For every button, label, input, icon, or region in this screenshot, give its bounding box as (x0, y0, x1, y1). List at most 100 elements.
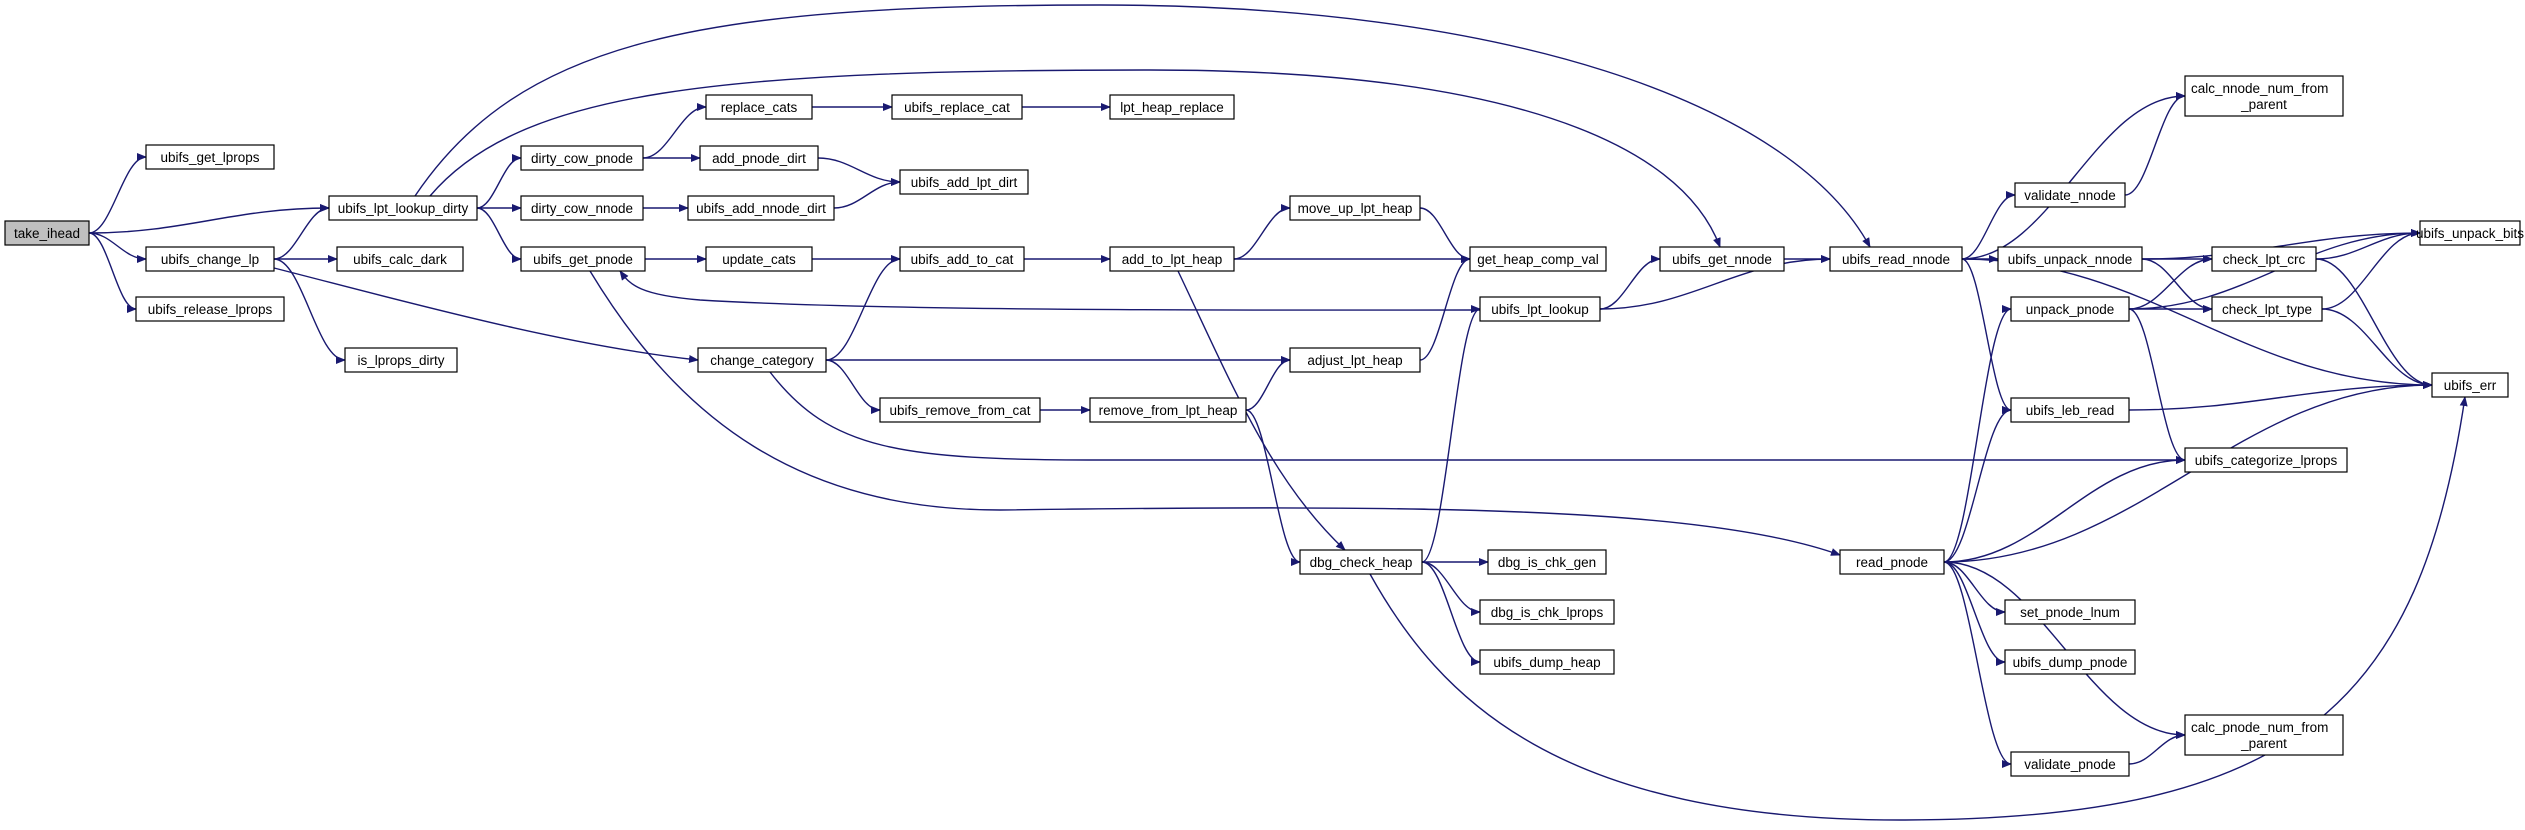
node-box (899, 169, 1029, 195)
edge-ubifs_lpt_lookup_dirty-to-ubifs_read_nnode (414, 4, 1871, 248)
node-label: ubifs_lpt_lookup (1491, 302, 1589, 317)
edge-dbg_check_heap-to-ubifs_err (1369, 396, 2468, 821)
node-set_pnode_lnum[interactable]: set_pnode_lnum (2004, 599, 2136, 625)
edge-ubifs_read_nnode-to-ubifs_err (1961, 258, 2433, 389)
edge-dbg_check_heap-to-ubifs_dump_heap (1421, 561, 1481, 666)
node-label: get_heap_comp_val (1477, 252, 1599, 267)
node-move_up_lpt_heap[interactable]: move_up_lpt_heap (1289, 195, 1421, 221)
node-label: ubifs_dump_heap (1493, 655, 1600, 670)
edge-ubifs_read_nnode-to-ubifs_leb_read (1961, 258, 2012, 414)
node-ubifs_read_nnode[interactable]: ubifs_read_nnode (1829, 246, 1963, 272)
node-ubifs_get_pnode[interactable]: ubifs_get_pnode (520, 246, 646, 272)
node-box (1829, 246, 1963, 272)
node-ubifs_dump_pnode[interactable]: ubifs_dump_pnode (2004, 649, 2136, 675)
node-lpt_heap_replace[interactable]: lpt_heap_replace (1109, 94, 1235, 120)
node-ubifs_dump_heap[interactable]: ubifs_dump_heap (1479, 649, 1615, 675)
node-dbg_is_chk_lprops[interactable]: dbg_is_chk_lprops (1479, 599, 1615, 625)
node-ubifs_unpack_bits[interactable]: ubifs_unpack_bits (2416, 220, 2524, 246)
node-get_heap_comp_val[interactable]: get_heap_comp_val (1469, 246, 1607, 272)
node-read_pnode[interactable]: read_pnode (1839, 549, 1945, 575)
edge-ubifs_lpt_lookup-to-ubifs_get_pnode (619, 270, 1481, 311)
node-dbg_is_chk_gen[interactable]: dbg_is_chk_gen (1487, 549, 1607, 575)
node-remove_from_lpt_heap[interactable]: remove_from_lpt_heap (1089, 397, 1247, 423)
node-is_lprops_dirty[interactable]: is_lprops_dirty (344, 347, 458, 373)
node-label: lpt_heap_replace (1120, 100, 1224, 115)
edge-check_lpt_crc-to-ubifs_unpack_bits (2315, 229, 2421, 260)
node-box (899, 246, 1025, 272)
node-add_to_lpt_heap[interactable]: add_to_lpt_heap (1109, 246, 1235, 272)
node-add_pnode_dirt[interactable]: add_pnode_dirt (699, 145, 819, 171)
edge-move_up_lpt_heap-to-get_heap_comp_val (1419, 207, 1471, 263)
node-validate_pnode[interactable]: validate_pnode (2010, 751, 2130, 777)
edge-unpack_pnode-to-check_lpt_crc (2128, 255, 2213, 310)
node-box (2010, 296, 2130, 322)
node-take_ihead[interactable]: take_ihead (4, 220, 90, 246)
edge-ubifs_lpt_lookup_dirty-to-ubifs_get_nnode (429, 69, 1721, 248)
node-box (2010, 397, 2130, 423)
node-ubifs_err[interactable]: ubifs_err (2431, 372, 2509, 398)
node-ubifs_categorize_lprops[interactable]: ubifs_categorize_lprops (2184, 447, 2348, 473)
node-dirty_cow_nnode[interactable]: dirty_cow_nnode (520, 195, 644, 221)
node-box (344, 347, 458, 373)
node-ubifs_lpt_lookup[interactable]: ubifs_lpt_lookup (1479, 296, 1601, 322)
node-ubifs_calc_dark[interactable]: ubifs_calc_dark (336, 246, 464, 272)
node-calc_pnode_num_from_parent[interactable]: calc_pnode_num_from_parent (2184, 714, 2344, 756)
node-label: ubifs_lpt_lookup_dirty (338, 201, 469, 216)
edge-ubifs_lpt_lookup_dirty-to-ubifs_get_pnode (476, 207, 522, 263)
node-adjust_lpt_heap[interactable]: adjust_lpt_heap (1289, 347, 1421, 373)
node-label: _parent (2240, 97, 2287, 112)
node-change_category[interactable]: change_category (697, 347, 827, 373)
edge-ubifs_add_nnode_dirt-to-ubifs_add_lpt_dirt (833, 178, 901, 209)
node-box (520, 145, 644, 171)
edge-add_pnode_dirt-to-ubifs_add_lpt_dirt (817, 157, 901, 186)
node-box (1997, 246, 2143, 272)
node-ubifs_add_lpt_dirt[interactable]: ubifs_add_lpt_dirt (899, 169, 1029, 195)
node-box (4, 220, 90, 246)
node-ubifs_unpack_nnode[interactable]: ubifs_unpack_nnode (1997, 246, 2143, 272)
node-replace_cats[interactable]: replace_cats (705, 94, 813, 120)
node-box (520, 246, 646, 272)
node-dbg_check_heap[interactable]: dbg_check_heap (1299, 549, 1423, 575)
node-ubifs_add_nnode_dirt[interactable]: ubifs_add_nnode_dirt (687, 195, 835, 221)
node-box (520, 195, 644, 221)
node-check_lpt_crc[interactable]: check_lpt_crc (2211, 246, 2317, 272)
edge-read_pnode-to-ubifs_dump_pnode (1943, 561, 2006, 666)
node-ubifs_add_to_cat[interactable]: ubifs_add_to_cat (899, 246, 1025, 272)
node-label: calc_pnode_num_from (2191, 720, 2328, 735)
edge-ubifs_change_lp-to-is_lprops_dirty (273, 258, 346, 364)
node-label: read_pnode (1856, 555, 1928, 570)
node-ubifs_get_nnode[interactable]: ubifs_get_nnode (1659, 246, 1785, 272)
node-ubifs_replace_cat[interactable]: ubifs_replace_cat (891, 94, 1023, 120)
node-update_cats[interactable]: update_cats (705, 246, 813, 272)
edge-dbg_check_heap-to-dbg_is_chk_lprops (1421, 561, 1481, 616)
node-calc_nnode_num_from_parent[interactable]: calc_nnode_num_from_parent (2184, 75, 2344, 117)
node-ubifs_remove_from_cat[interactable]: ubifs_remove_from_cat (879, 397, 1041, 423)
node-label: validate_pnode (2024, 757, 2116, 772)
node-ubifs_lpt_lookup_dirty[interactable]: ubifs_lpt_lookup_dirty (328, 195, 478, 221)
edge-change_category-to-ubifs_categorize_lprops (769, 371, 2186, 464)
node-box (2004, 649, 2136, 675)
edge-change_category-to-ubifs_add_to_cat (825, 255, 901, 361)
edge-read_pnode-to-set_pnode_lnum (1943, 561, 2006, 616)
node-box (1109, 94, 1235, 120)
node-label: dbg_is_chk_gen (1498, 555, 1596, 570)
node-validate_nnode[interactable]: validate_nnode (2014, 182, 2126, 208)
node-label: _parent (2240, 736, 2287, 751)
node-ubifs_get_lprops[interactable]: ubifs_get_lprops (145, 144, 275, 170)
node-label: set_pnode_lnum (2020, 605, 2120, 620)
edge-remove_from_lpt_heap-to-dbg_check_heap (1245, 409, 1301, 566)
node-ubifs_leb_read[interactable]: ubifs_leb_read (2010, 397, 2130, 423)
node-ubifs_change_lp[interactable]: ubifs_change_lp (145, 246, 275, 272)
node-dirty_cow_pnode[interactable]: dirty_cow_pnode (520, 145, 644, 171)
edge-layer (88, 4, 2468, 821)
node-ubifs_release_lprops[interactable]: ubifs_release_lprops (135, 296, 285, 322)
node-box (2184, 714, 2344, 756)
edge-add_to_lpt_heap-to-dbg_check_heap (1177, 270, 1346, 551)
node-label: ubifs_add_lpt_dirt (911, 175, 1018, 190)
node-label: dbg_check_heap (1310, 555, 1413, 570)
node-label: calc_nnode_num_from (2191, 81, 2328, 96)
node-box (1469, 246, 1607, 272)
node-unpack_pnode[interactable]: unpack_pnode (2010, 296, 2130, 322)
edge-read_pnode-to-ubifs_err (1943, 381, 2433, 563)
node-check_lpt_type[interactable]: check_lpt_type (2211, 296, 2323, 322)
